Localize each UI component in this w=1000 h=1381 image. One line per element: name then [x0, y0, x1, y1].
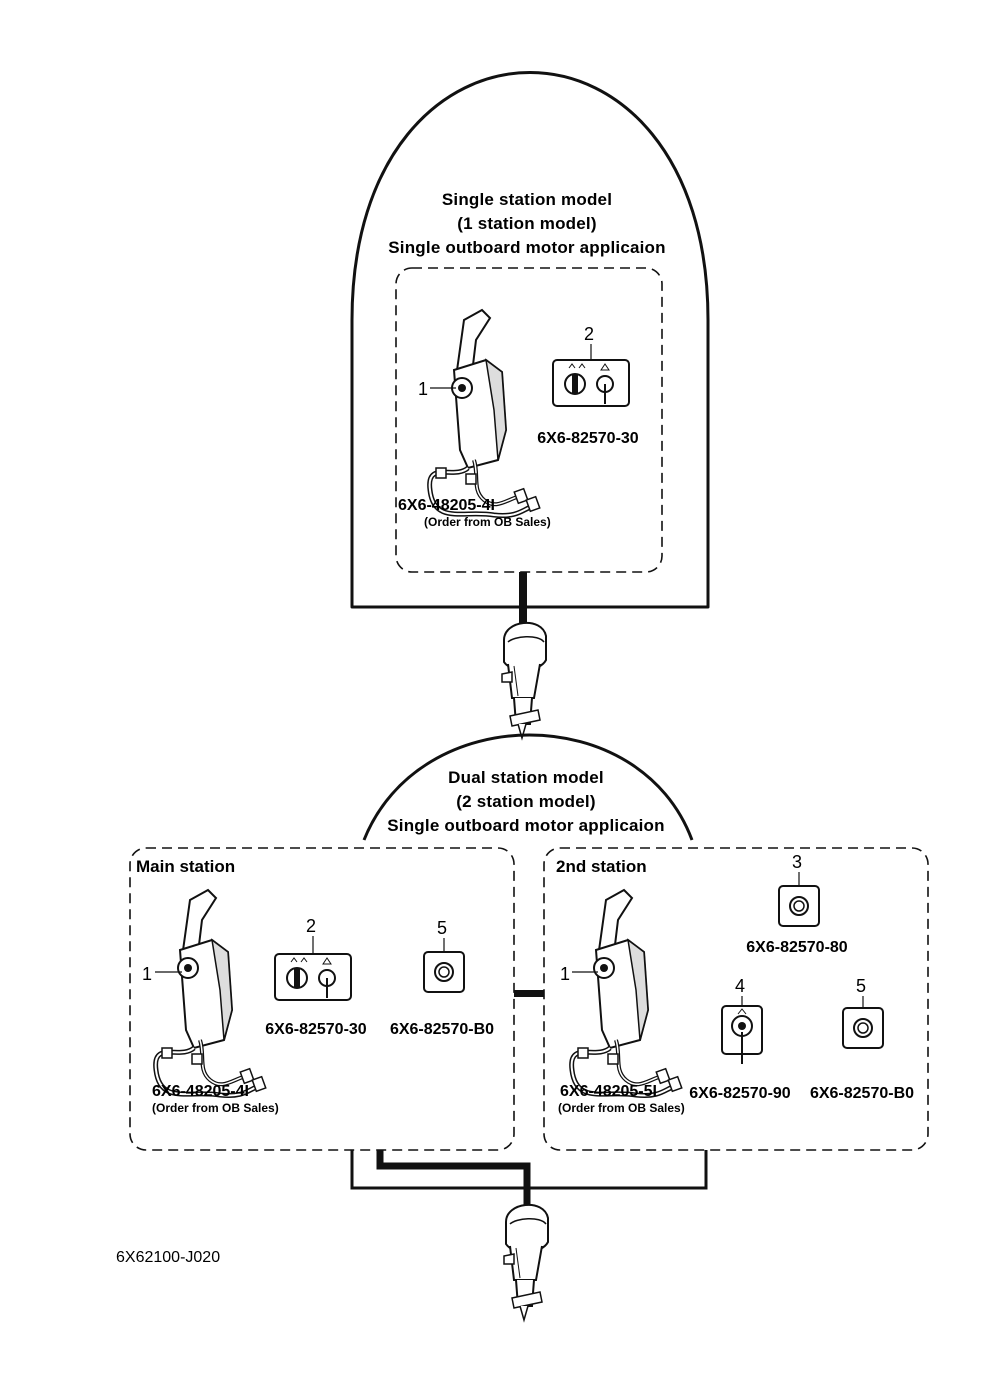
- single-station-title: Single station model (1 station model) S…: [388, 190, 665, 257]
- second-part-1-note: (Order from OB Sales): [558, 1101, 685, 1115]
- single-callout-1: 1: [418, 379, 428, 399]
- single-part-1: 6X6-48205-4I: [398, 497, 495, 514]
- single-outboard-motor-icon: [501, 621, 547, 739]
- single-main-switch-panel: [552, 359, 630, 407]
- single-title-line-1: Single station model: [442, 190, 612, 209]
- single-remote-control: [430, 310, 540, 516]
- main-station-frame: [129, 847, 515, 1151]
- station-link-cable: [514, 990, 544, 997]
- main-main-switch-panel: [274, 953, 352, 1001]
- second-remote-control: [572, 890, 682, 1096]
- dual-harness-cable: [376, 1150, 531, 1214]
- dual-outboard-motor-icon: [503, 1203, 549, 1321]
- single-callout-2: 2: [584, 324, 594, 344]
- second-callout-3: 3: [792, 852, 802, 872]
- main-part-2: 6X6-82570-30: [265, 1021, 367, 1038]
- second-key-switch: [721, 1005, 763, 1065]
- main-callout-1: 1: [142, 964, 152, 984]
- dual-title-line-3: Single outboard motor applicaion: [387, 816, 664, 835]
- second-callout-1: 1: [560, 964, 570, 984]
- dual-station-arch: [362, 733, 694, 841]
- main-part-5: 6X6-82570-B0: [390, 1021, 494, 1038]
- dual-station-title: Dual station model (2 station model) Sin…: [387, 768, 664, 835]
- main-part-1: 6X6-48205-4I: [152, 1083, 249, 1100]
- single-part-2: 6X6-82570-30: [537, 430, 639, 447]
- second-callout-4: 4: [735, 976, 745, 996]
- second-part-1: 6X6-48205-5I: [560, 1083, 657, 1100]
- second-button-switch-3: [778, 885, 820, 927]
- main-callout-2: 2: [306, 916, 316, 936]
- single-title-line-3: Single outboard motor applicaion: [388, 238, 665, 257]
- second-station-frame: [543, 847, 929, 1151]
- second-station-label: 2nd station: [556, 857, 647, 876]
- single-title-line-2: (1 station model): [457, 214, 596, 233]
- main-part-1-note: (Order from OB Sales): [152, 1101, 279, 1115]
- figure-reference: 6X62100-J020: [116, 1249, 220, 1266]
- dual-title-line-1: Dual station model: [448, 768, 604, 787]
- second-callout-5: 5: [856, 976, 866, 996]
- single-part-1-note: (Order from OB Sales): [424, 515, 551, 529]
- main-callout-5: 5: [437, 918, 447, 938]
- second-part-3: 6X6-82570-80: [746, 939, 848, 956]
- main-station-label: Main station: [136, 857, 235, 876]
- single-harness-cable: [519, 572, 527, 628]
- second-button-switch-5: [842, 1007, 884, 1049]
- second-part-5: 6X6-82570-B0: [810, 1085, 914, 1102]
- main-remote-control: [156, 890, 266, 1096]
- second-part-4: 6X6-82570-90: [689, 1085, 791, 1102]
- main-button-switch: [423, 951, 465, 993]
- dual-title-line-2: (2 station model): [456, 792, 595, 811]
- single-station-frame: [350, 71, 710, 609]
